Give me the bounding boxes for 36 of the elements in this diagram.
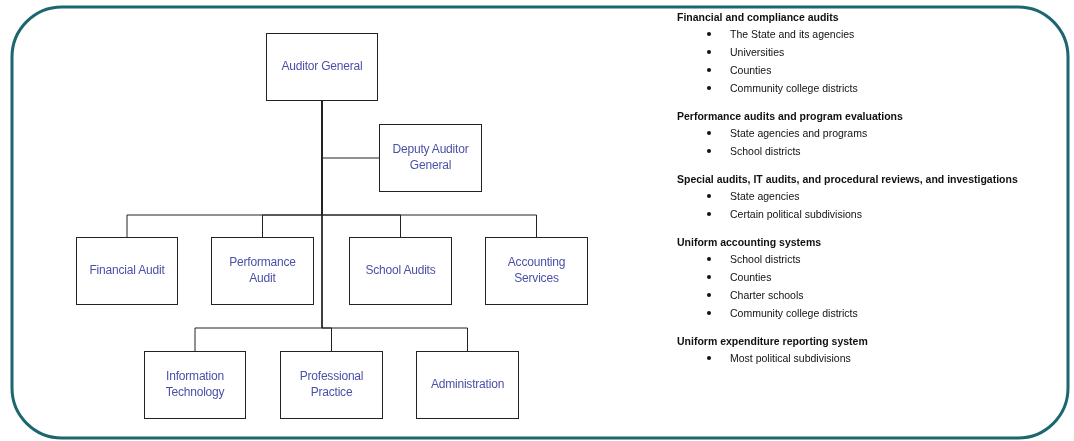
category-heading: Performance audits and program evaluations	[677, 109, 904, 124]
unit-name: Deputy Auditor General	[391, 142, 470, 174]
org-box	[76, 237, 178, 305]
org-box	[144, 351, 246, 419]
unit-name: Performance Audit	[228, 255, 297, 287]
list-item: Most political subdivisions	[730, 352, 851, 364]
unit-name: Information Technology	[164, 369, 226, 401]
list-item: School districts	[730, 253, 801, 265]
org-box	[349, 237, 452, 305]
org-box	[416, 351, 519, 419]
list-item: Counties	[730, 64, 772, 76]
list-item: Community college districts	[730, 82, 858, 94]
list-item: State agencies and programs	[730, 127, 868, 139]
unit-name: Auditor General	[281, 59, 363, 75]
list-item: State agencies	[730, 190, 800, 202]
org-box	[211, 237, 314, 305]
list-item: Counties	[730, 271, 772, 283]
org-box	[485, 237, 588, 305]
list-item: Certain political subdivisions	[730, 208, 862, 220]
unit-name: School Audits	[365, 263, 436, 279]
unit-name: Administration	[430, 377, 505, 393]
category-heading: Financial and compliance audits	[677, 10, 840, 25]
unit-name: Financial Audit	[89, 263, 165, 279]
category-heading: Uniform accounting systems	[677, 235, 823, 250]
category-heading: Special audits, IT audits, and procedural reviews, and investigations	[677, 172, 1019, 187]
org-box	[266, 33, 378, 101]
org-box	[379, 124, 482, 192]
list-item: Universities	[730, 46, 785, 58]
category-heading: Uniform expenditure reporting system	[677, 334, 869, 349]
list-item: Charter schools	[730, 289, 804, 301]
org-box	[280, 351, 383, 419]
unit-name: Professional Practice	[298, 369, 365, 401]
unit-name: Accounting Services	[506, 255, 567, 287]
list-item: Community college districts	[730, 307, 858, 319]
list-item: The State and its agencies	[730, 28, 855, 40]
list-item: School districts	[730, 145, 801, 157]
